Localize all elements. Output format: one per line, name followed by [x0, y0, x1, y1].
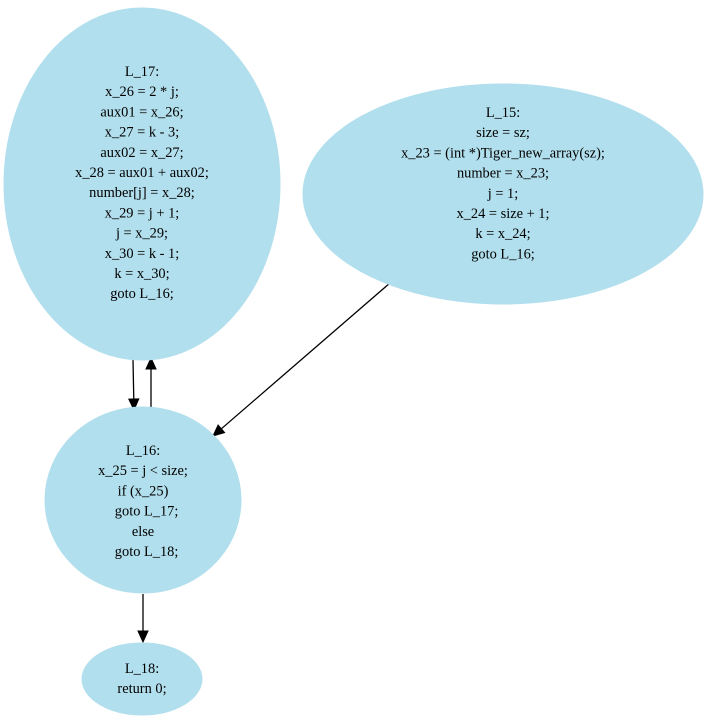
node-ellipse — [302, 83, 704, 305]
node-label-line: x_25 = j < size; — [98, 463, 188, 479]
node-label-line: aux02 = x_27; — [100, 145, 183, 161]
node-label: L_17: x_26 = 2 * j; aux01 = x_26; x_27 = k … — [75, 64, 209, 302]
edge-l17-to-l16 — [128, 359, 140, 412]
edge-line — [132, 359, 135, 400]
node-label-line: x_26 = 2 * j; — [105, 84, 179, 100]
node-label-line: goto L_18; — [108, 544, 179, 560]
arrowhead — [145, 356, 157, 370]
node-label: L_18:return 0; — [117, 661, 166, 697]
node-label-line: x_23 = (int *)Tiger_new_array(sz); — [401, 145, 605, 161]
arrowhead — [137, 630, 149, 644]
node-l-16: L_16: x_25 = j < size; if (x_25) goto L_17… — [44, 406, 242, 594]
edge-l15-to-l16 — [212, 282, 391, 437]
node-ellipse — [3, 7, 281, 361]
node-label: L_16: x_25 = j < size; if (x_25) goto L_17… — [98, 443, 188, 560]
node-label-line: L_15: — [486, 105, 520, 121]
node-l-15: L_15:size = sz; x_23 = (int *)Tiger_new_a… — [302, 83, 704, 305]
node-label-line: x_28 = aux01 + aux02; — [75, 165, 209, 181]
node-label-line: number = x_23; — [457, 166, 549, 182]
arrowhead — [128, 398, 140, 412]
node-label-line: size = sz; — [476, 125, 530, 141]
node-ellipse — [44, 406, 242, 594]
node-l-18: L_18:return 0; — [81, 642, 203, 716]
node-label: L_15:size = sz; x_23 = (int *)Tiger_new_a… — [401, 105, 605, 262]
edge-line — [220, 282, 391, 430]
edges-layer — [128, 282, 391, 644]
node-label-line: j = 1; — [487, 186, 519, 202]
node-label-line: x_27 = k - 3; — [105, 125, 179, 141]
edge-l16-to-l17 — [145, 356, 157, 408]
edge-l16-to-l18 — [137, 594, 149, 644]
node-label-line: else — [132, 524, 154, 540]
node-label-line: L_18: — [125, 661, 159, 677]
node-label-line: aux01 = x_26; — [100, 104, 183, 120]
node-label-line: k = x_24; — [475, 226, 530, 242]
node-label-line: goto L_16; — [471, 246, 535, 262]
node-label-line: goto L_17; — [108, 504, 179, 520]
node-label-line: x_30 = k - 1; — [105, 246, 179, 262]
node-label-line: x_24 = size + 1; — [457, 206, 550, 222]
nodes-layer: L_17: x_26 = 2 * j; aux01 = x_26; x_27 = k … — [3, 7, 704, 716]
node-label-line: goto L_16; — [110, 286, 174, 302]
arrowhead — [212, 424, 226, 437]
node-label-line: x_29 = j + 1; — [105, 205, 180, 221]
node-label-line: L_16: — [126, 443, 160, 459]
node-ellipse — [81, 642, 203, 716]
node-label-line: j = x_29; — [115, 226, 168, 242]
node-label-line: return 0; — [117, 681, 166, 697]
node-label-line: number[j] = x_28; — [89, 185, 195, 201]
node-label-line: L_17: — [125, 64, 159, 80]
node-label-line: k = x_30; — [114, 266, 169, 282]
node-l-17: L_17: x_26 = 2 * j; aux01 = x_26; x_27 = k … — [3, 7, 281, 361]
node-label-line: if (x_25) — [118, 483, 169, 499]
